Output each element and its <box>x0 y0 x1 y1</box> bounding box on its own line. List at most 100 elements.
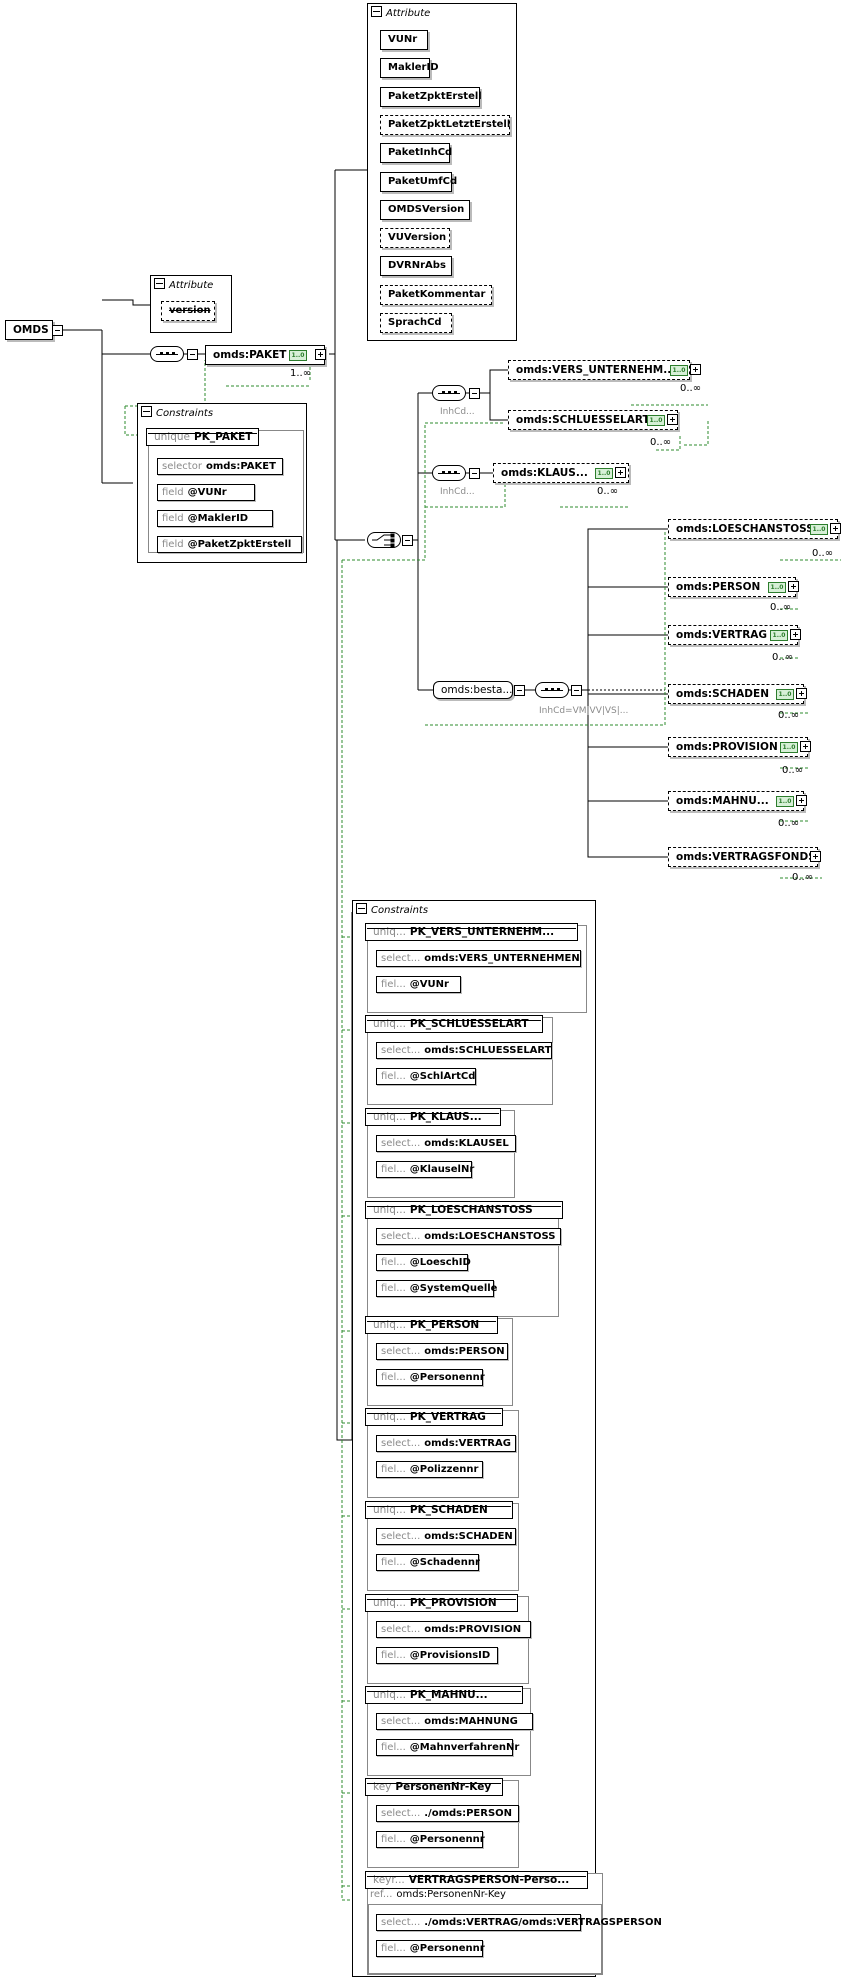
element-0[interactable]: omds:LOESCHANSTOSS <box>668 519 838 539</box>
selector-row[interactable]: select...omds:LOESCHANSTOSS <box>376 1228 561 1245</box>
constraint-keyword: uniq... <box>373 1504 406 1516</box>
field-value: @ProvisionsID <box>409 1650 491 1661</box>
schluesselart-element[interactable]: omds:SCHLUESSELART <box>508 410 678 430</box>
field-row[interactable]: fiel...@Personennr <box>376 1831 485 1848</box>
selector-row[interactable]: select...omds:VERS_UNTERNEHMEN <box>376 950 581 967</box>
element-label: omds:PERSON <box>676 581 761 593</box>
element-4[interactable]: omds:PROVISION <box>668 737 808 757</box>
group3-sequence-icon[interactable] <box>535 682 569 698</box>
expand-icon[interactable] <box>830 523 841 534</box>
element-3[interactable]: omds:SCHADEN <box>668 684 804 704</box>
element-1[interactable]: omds:PERSON <box>668 577 796 597</box>
group3-collapse-icon[interactable] <box>514 685 525 696</box>
selector-keyword: select... <box>381 1624 421 1635</box>
selector-value: omds:KLAUSEL <box>424 1138 509 1149</box>
selector-row[interactable]: select..../omds:VERTRAG/omds:VERTRAGSPER… <box>376 1914 662 1931</box>
attribute-item[interactable]: PaketInhCd <box>380 143 452 164</box>
sequence-collapse-icon[interactable] <box>187 349 198 360</box>
attribute-item[interactable]: PaketUmfCd <box>380 171 457 192</box>
element-5[interactable]: omds:MAHNU... <box>668 791 804 811</box>
selector-row[interactable]: select...omds:PERSON <box>376 1343 508 1360</box>
field-keyword: fiel... <box>381 1372 406 1383</box>
choice-collapse-icon[interactable] <box>402 535 413 546</box>
element-6[interactable]: omds:VERTRAGSFONDS <box>668 847 818 867</box>
group2-collapse-icon[interactable] <box>469 468 480 479</box>
field-row[interactable]: field@VUNr <box>157 484 255 501</box>
selector-row[interactable]: select..../omds:PERSON <box>376 1805 519 1822</box>
attribute-item[interactable]: OMDSVersion <box>380 199 470 220</box>
collapse-icon[interactable] <box>141 406 152 417</box>
field-row[interactable]: fiel...@Schadennr <box>376 1554 480 1571</box>
field-row[interactable]: fiel...@MahnverfahrenNr <box>376 1739 519 1756</box>
field-row[interactable]: field@MaklerID <box>157 510 273 527</box>
group3-seq-collapse-icon[interactable] <box>571 685 582 696</box>
collapse-icon[interactable] <box>154 278 165 289</box>
expand-icon[interactable] <box>800 741 811 752</box>
selector-row[interactable]: select...omds:MAHNUNG <box>376 1713 533 1730</box>
constraint-name: PersonenNr-Key <box>395 1781 492 1793</box>
expand-icon[interactable] <box>690 364 701 375</box>
vers-unternehmen-element[interactable]: omds:VERS_UNTERNEHM... <box>508 360 690 380</box>
expand-icon[interactable] <box>790 629 801 640</box>
complex-type-badge: 1..0 <box>595 468 613 479</box>
element-label: omds:SCHLUESSELART <box>516 414 650 426</box>
selector-keyword: select... <box>381 1808 421 1819</box>
attribute-item[interactable]: PaketKommentar <box>380 284 492 305</box>
paket-element[interactable]: omds:PAKET <box>205 345 325 365</box>
complex-type-badge: 1..0 <box>770 630 788 641</box>
paket-expand-icon[interactable] <box>315 349 326 360</box>
bestand-group-ref[interactable]: omds:besta... <box>433 681 513 699</box>
expand-icon[interactable] <box>810 851 821 862</box>
field-row[interactable]: fiel...@LoeschID <box>376 1254 471 1271</box>
expand-icon[interactable] <box>796 688 807 699</box>
constraint-name: VERTRAGSPERSON-Perso... <box>408 1874 570 1886</box>
expand-icon[interactable] <box>667 414 678 425</box>
group1-collapse-icon[interactable] <box>469 388 480 399</box>
field-row[interactable]: fiel...@Personennr <box>376 1940 485 1957</box>
root-element[interactable]: OMDS <box>5 320 53 340</box>
field-row[interactable]: fiel...@SchlArtCd <box>376 1068 476 1085</box>
element-2[interactable]: omds:VERTRAG <box>668 625 798 645</box>
root-collapse-icon[interactable] <box>52 325 63 336</box>
field-row[interactable]: fiel...@KlauselNr <box>376 1161 474 1178</box>
collapse-icon[interactable] <box>371 6 382 17</box>
field-row[interactable]: fiel...@SystemQuelle <box>376 1280 497 1297</box>
field-value: @MaklerID <box>187 513 249 524</box>
constraint-keyword: uniq... <box>373 1689 406 1701</box>
attribute-version[interactable]: version <box>161 301 215 321</box>
attribute-item[interactable]: VUNr <box>380 30 428 50</box>
field-row[interactable]: field@PaketZpktErstell <box>157 536 302 553</box>
sequence-icon[interactable] <box>150 346 184 362</box>
collapse-icon[interactable] <box>356 903 367 914</box>
group3-caption: InhCd=VM|VV|VS|... <box>539 706 629 716</box>
unique-keyword: unique <box>154 431 191 443</box>
selector-value: omds:PROVISION <box>424 1624 522 1635</box>
expand-icon[interactable] <box>788 581 799 592</box>
attribute-version-label: version <box>169 305 211 316</box>
field-row[interactable]: fiel...@Polizzennr <box>376 1461 483 1478</box>
attribute-item[interactable]: PaketZpktLetztErstell <box>380 114 510 135</box>
root-element-label: OMDS <box>13 324 49 336</box>
expand-icon[interactable] <box>796 795 807 806</box>
field-row[interactable]: fiel...@Personennr <box>376 1369 485 1386</box>
field-keyword: fiel... <box>381 1257 406 1268</box>
complex-type-badge: 1..0 <box>289 350 307 361</box>
group2-sequence-icon[interactable] <box>432 465 466 481</box>
expand-icon[interactable] <box>615 467 626 478</box>
attribute-item[interactable]: VUVersion <box>380 228 450 249</box>
selector-row[interactable]: select...omds:KLAUSEL <box>376 1135 516 1152</box>
group1-sequence-icon[interactable] <box>432 385 466 401</box>
field-row[interactable]: fiel...@ProvisionsID <box>376 1647 498 1664</box>
attribute-item[interactable]: SprachCd <box>380 313 452 333</box>
selector-row[interactable]: select...omds:PROVISION <box>376 1621 531 1638</box>
selector-row[interactable]: select...omds:VERTRAG <box>376 1435 516 1452</box>
field-row[interactable]: fiel...@VUNr <box>376 976 461 993</box>
attribute-item[interactable]: MaklerID <box>380 58 439 79</box>
selector-keyword: selector <box>162 461 202 472</box>
attribute-item[interactable]: DVRNrAbs <box>380 256 452 277</box>
selector-row[interactable]: select...omds:SCHADEN <box>376 1528 516 1545</box>
field-value: @Polizzennr <box>409 1464 479 1475</box>
selector-row[interactable]: select...omds:SCHLUESSELART <box>376 1042 552 1059</box>
attribute-item[interactable]: PaketZpktErstell <box>380 86 482 107</box>
